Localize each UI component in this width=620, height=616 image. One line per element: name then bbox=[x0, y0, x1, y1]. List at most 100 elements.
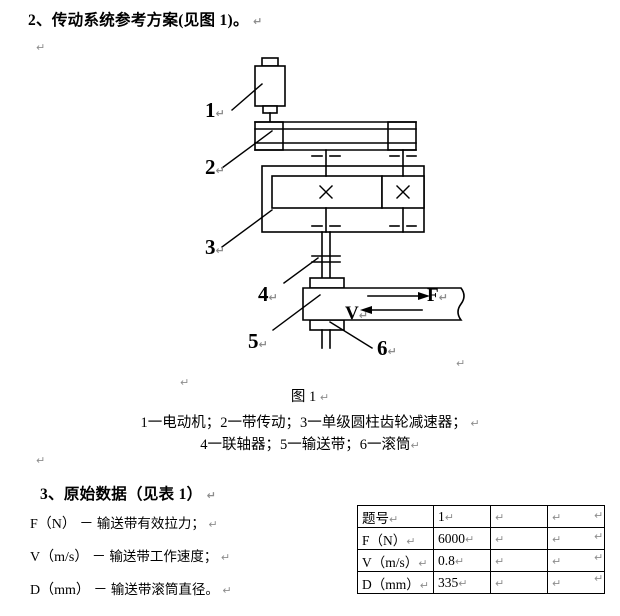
return-mark: ↵ bbox=[551, 576, 562, 590]
return-mark: ↵ bbox=[36, 41, 46, 54]
callout-1-text: 1 bbox=[205, 98, 216, 122]
callout-label-6: 6↵ bbox=[377, 336, 397, 361]
return-mark: ↵ bbox=[358, 309, 368, 322]
table-cell-empty[interactable]: ↵ bbox=[489, 549, 548, 572]
return-mark: ↵ bbox=[258, 338, 268, 351]
table-cell-value[interactable]: 335↵ bbox=[432, 571, 491, 594]
definition-dash-v: － bbox=[91, 550, 106, 565]
table-cell-label[interactable]: 题号↵ bbox=[357, 505, 434, 528]
callout-3-text: 3 bbox=[205, 235, 216, 259]
return-mark: ↵ bbox=[180, 376, 190, 389]
return-mark: ↵ bbox=[494, 576, 505, 590]
table-cell-label-text: 题号 bbox=[362, 510, 389, 526]
return-mark: ↵ bbox=[470, 417, 480, 430]
return-mark: ↵ bbox=[410, 439, 420, 453]
return-mark: ↵ bbox=[220, 551, 231, 564]
return-mark: ↵ bbox=[551, 554, 562, 568]
table-cell-value[interactable]: 1↵ bbox=[432, 505, 491, 528]
return-mark: ↵ bbox=[594, 530, 604, 543]
drum-shape bbox=[309, 277, 345, 349]
definition-dash-f: － bbox=[79, 517, 94, 532]
callout-label-4: 4↵ bbox=[258, 282, 278, 307]
heading-raw-data-text: 3、原始数据（见表 1） bbox=[40, 486, 203, 503]
table-row: F（N）↵ 6000↵ ↵ ↵ bbox=[357, 527, 605, 550]
table-cell-value-text: 0.8 bbox=[437, 552, 455, 568]
definition-item-d: D（mm） － 输送带滚筒直径。 ↵ bbox=[30, 578, 232, 599]
heading-raw-data: 3、原始数据（见表 1） ↵ bbox=[40, 482, 216, 504]
table-cell-label[interactable]: V（m/s）↵ bbox=[357, 549, 434, 572]
table-cell-label-text: F（N） bbox=[362, 532, 407, 548]
table-cell-value-text: 6000 bbox=[437, 530, 465, 546]
return-mark: ↵ bbox=[444, 510, 454, 524]
table-cell-empty[interactable]: ↵ bbox=[489, 505, 548, 528]
callout-2-text: 2 bbox=[205, 155, 216, 179]
figure-caption: 图 1 ↵ 1一电动机；2一带传动；3一单级圆柱齿轮减速器； ↵ 4一联轴器；5… bbox=[0, 385, 620, 457]
callout-4-text: 4 bbox=[258, 282, 269, 306]
table-cell-empty[interactable]: ↵ bbox=[489, 571, 548, 594]
callout-label-5: 5↵ bbox=[248, 329, 268, 354]
definition-text-v: 输送带工作速度； bbox=[109, 549, 218, 565]
velocity-label: V↵ bbox=[345, 303, 368, 325]
figure-legend: 1一电动机；2一带传动；3一单级圆柱齿轮减速器； ↵ 4一联轴器；5一输送带；6… bbox=[0, 412, 620, 457]
figure-title: 图 1 ↵ bbox=[0, 385, 620, 406]
callout-5-text: 5 bbox=[248, 329, 259, 353]
return-mark: ↵ bbox=[419, 578, 429, 592]
table-cell-label-text: D（mm） bbox=[362, 576, 420, 592]
motor-shape bbox=[254, 57, 286, 123]
table-cell-empty[interactable]: ↵ bbox=[489, 527, 548, 550]
return-mark: ↵ bbox=[551, 510, 562, 524]
return-mark: ↵ bbox=[494, 532, 505, 546]
coupling-shape bbox=[311, 231, 341, 291]
table-cell-label[interactable]: F（N）↵ bbox=[357, 527, 434, 550]
gear-reducer-shape bbox=[261, 149, 425, 233]
heading-transmission-scheme: 2、传动系统参考方案(见图 1)。 ↵ bbox=[28, 8, 263, 30]
definition-dash-d: － bbox=[93, 583, 108, 598]
definition-symbol-v: V（m/s） bbox=[30, 550, 89, 565]
table-row: D（mm）↵ 335↵ ↵ ↵ bbox=[357, 571, 605, 594]
figure-legend-line-2: 4一联轴器；5一输送带；6一滚筒↵ bbox=[0, 434, 620, 456]
table-cell-value-text: 335 bbox=[437, 574, 459, 590]
return-mark: ↵ bbox=[454, 554, 465, 568]
figure-title-text: 图 1 bbox=[290, 389, 317, 405]
table-cell-label[interactable]: D（mm）↵ bbox=[357, 571, 434, 594]
return-mark: ↵ bbox=[551, 532, 562, 546]
belt-drive-shape bbox=[254, 121, 417, 151]
figure-legend-line-1-text: 1一电动机；2一带传动；3一单级圆柱齿轮减速器； bbox=[140, 415, 467, 431]
return-mark: ↵ bbox=[253, 15, 263, 28]
symbol-definition-list: F（N） － 输送带有效拉力； ↵ V（m/s） － 输送带工作速度； ↵ D（… bbox=[30, 512, 232, 611]
table-cell-label-text: V（m/s） bbox=[362, 554, 419, 570]
definition-symbol-d: D（mm） bbox=[30, 583, 90, 598]
callout-6-text: 6 bbox=[377, 336, 388, 360]
return-mark: ↵ bbox=[456, 357, 466, 370]
return-mark: ↵ bbox=[206, 489, 217, 502]
velocity-arrow bbox=[367, 292, 430, 300]
figure-legend-line-1: 1一电动机；2一带传动；3一单级圆柱齿轮减速器； ↵ bbox=[0, 412, 620, 434]
table-row: 题号↵ 1↵ ↵ ↵ bbox=[357, 505, 605, 528]
definition-item-f: F（N） － 输送带有效拉力； ↵ bbox=[30, 512, 232, 533]
return-mark: ↵ bbox=[438, 291, 448, 304]
table-cell-value[interactable]: 6000↵ bbox=[432, 527, 491, 550]
callout-label-3: 3↵ bbox=[205, 235, 225, 260]
return-mark: ↵ bbox=[464, 532, 475, 546]
return-mark: ↵ bbox=[319, 391, 330, 404]
force-label-text: F bbox=[427, 285, 439, 306]
return-mark: ↵ bbox=[215, 244, 225, 257]
table-cell-empty[interactable]: ↵ bbox=[546, 571, 605, 594]
definition-text-f: 输送带有效拉力； bbox=[96, 516, 205, 532]
return-mark: ↵ bbox=[594, 509, 604, 522]
velocity-label-text: V bbox=[345, 303, 359, 324]
return-mark: ↵ bbox=[594, 551, 604, 564]
heading-transmission-text: 2、传动系统参考方案(见图 1)。 bbox=[28, 12, 249, 29]
force-label: F↵ bbox=[427, 285, 448, 307]
return-mark: ↵ bbox=[215, 107, 225, 120]
return-mark: ↵ bbox=[494, 554, 505, 568]
table-cell-value[interactable]: 0.8↵ bbox=[432, 549, 491, 572]
table-row: V（m/s）↵ 0.8↵ ↵ ↵ bbox=[357, 549, 605, 572]
definition-symbol-f: F（N） bbox=[30, 517, 76, 532]
return-mark: ↵ bbox=[222, 584, 232, 597]
return-mark: ↵ bbox=[268, 291, 278, 304]
return-mark: ↵ bbox=[215, 164, 225, 177]
return-mark: ↵ bbox=[458, 576, 468, 590]
figure-legend-line-2-text: 4一联轴器；5一输送带；6一滚筒 bbox=[200, 437, 411, 454]
raw-data-table: 题号↵ 1↵ ↵ ↵ F（N）↵ 6000↵ ↵ ↵ V（m/s）↵ 0.8↵ … bbox=[357, 505, 605, 594]
